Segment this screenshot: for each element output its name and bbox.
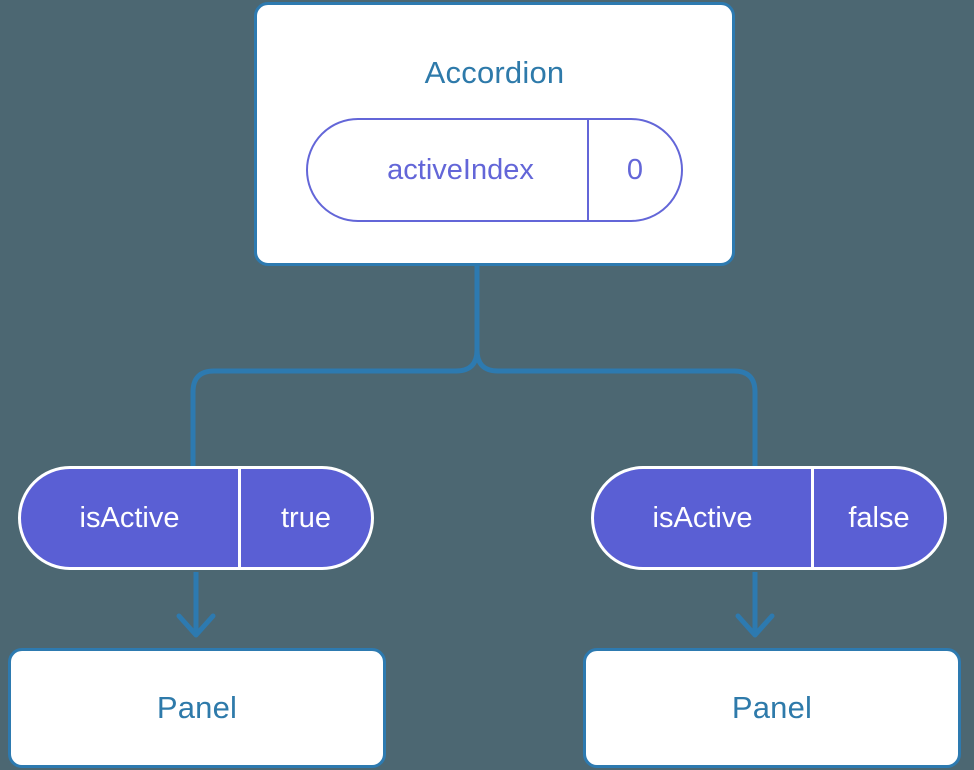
- panel-prop-key-left: isActive: [79, 501, 180, 534]
- panel-prop-pill-right: isActive false: [591, 466, 947, 570]
- accordion-title: Accordion: [424, 55, 565, 90]
- panel-component-card-right: Panel: [583, 648, 961, 768]
- accordion-state-pill: activeIndex 0: [306, 118, 683, 222]
- panel-title-right: Panel: [731, 690, 813, 725]
- accordion-state-key: activeIndex: [387, 153, 534, 186]
- accordion-state-value: 0: [587, 120, 681, 220]
- panel-prop-pill-left: isActive true: [18, 466, 374, 570]
- panel-prop-value-left: true: [238, 469, 371, 567]
- panel-prop-value-right: false: [811, 469, 944, 567]
- arrow-head-left-icon: [176, 613, 216, 638]
- connector-branch-left: [190, 349, 480, 468]
- panel-title-left: Panel: [156, 690, 238, 725]
- connector-branch-right: [474, 349, 758, 468]
- arrow-head-right-icon: [735, 613, 775, 638]
- panel-component-card-left: Panel: [8, 648, 386, 768]
- panel-prop-key-right: isActive: [652, 501, 753, 534]
